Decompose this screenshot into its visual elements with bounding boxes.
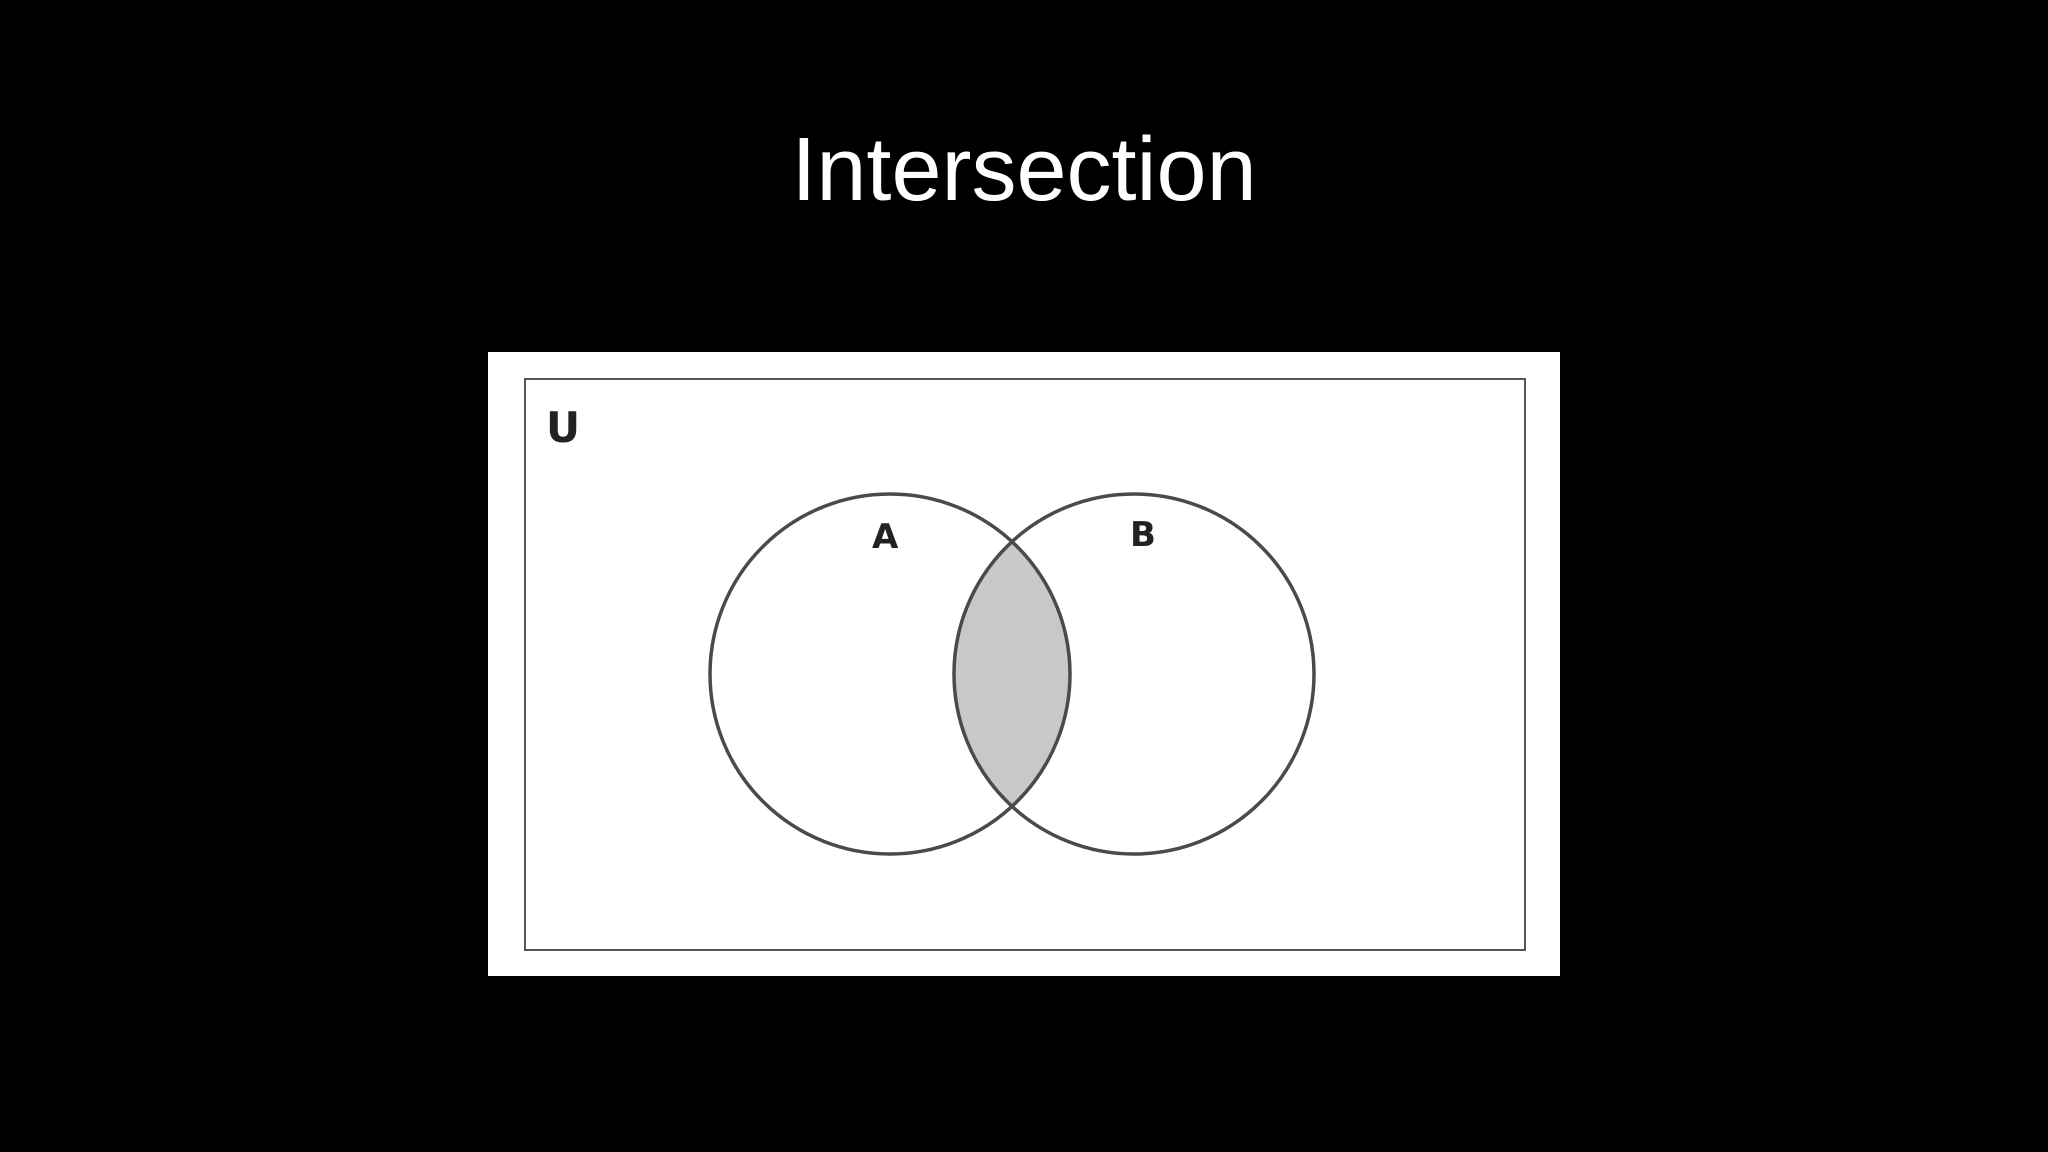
universe-label: U [546, 403, 580, 452]
universe-box [524, 378, 1526, 951]
set-a-label: A [872, 517, 899, 557]
set-a-circle [708, 492, 1072, 856]
slide-title: Intersection [791, 120, 1257, 220]
set-b-label: B [1130, 515, 1156, 555]
venn-svg: U A B [488, 352, 1560, 976]
venn-diagram: U A B [488, 352, 1560, 976]
set-b-circle [952, 492, 1316, 856]
